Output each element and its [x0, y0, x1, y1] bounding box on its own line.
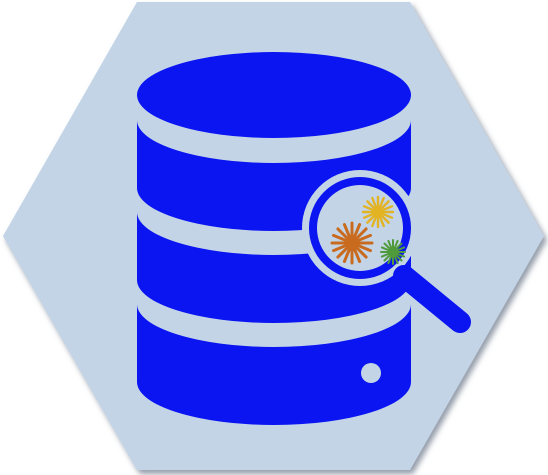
magnifying-glass-icon	[302, 170, 471, 333]
asterisk-spark-icon	[361, 195, 395, 229]
asterisk-spark-icon	[380, 239, 406, 265]
asterisk-spark-icon	[330, 221, 374, 265]
status-dot-icon	[361, 363, 381, 383]
